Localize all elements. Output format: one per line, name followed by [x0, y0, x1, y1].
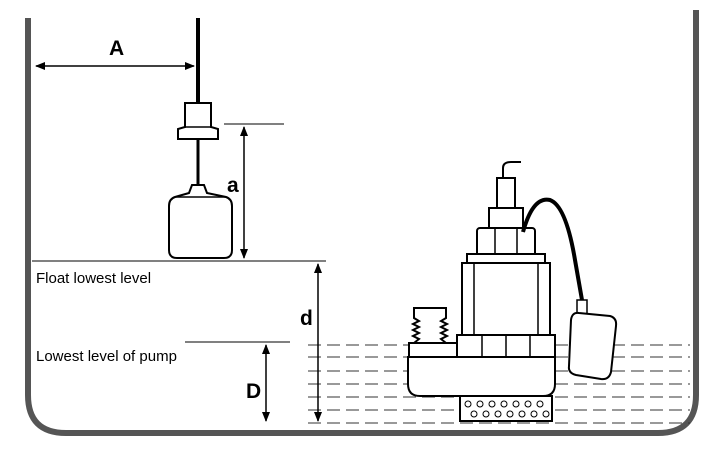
- label-d: d: [300, 307, 313, 330]
- label-A: A: [109, 37, 125, 60]
- label-float-lowest-level: Float lowest level: [36, 270, 152, 287]
- pump-float-connector: [576, 299, 588, 315]
- pump-strainer-holes: [464, 400, 550, 418]
- label-a: a: [227, 174, 239, 197]
- label-lowest-level-of-pump: Lowest level of pump: [36, 348, 177, 365]
- pump-float-switch: [567, 311, 618, 381]
- pump-float-cable: [521, 197, 584, 301]
- label-D: D: [246, 380, 262, 403]
- float-switch: [168, 184, 233, 259]
- tank-wall: [25, 10, 699, 436]
- submersible-pump: [407, 177, 556, 422]
- cable-weight: [177, 102, 219, 140]
- pump-power-cable: [502, 161, 521, 178]
